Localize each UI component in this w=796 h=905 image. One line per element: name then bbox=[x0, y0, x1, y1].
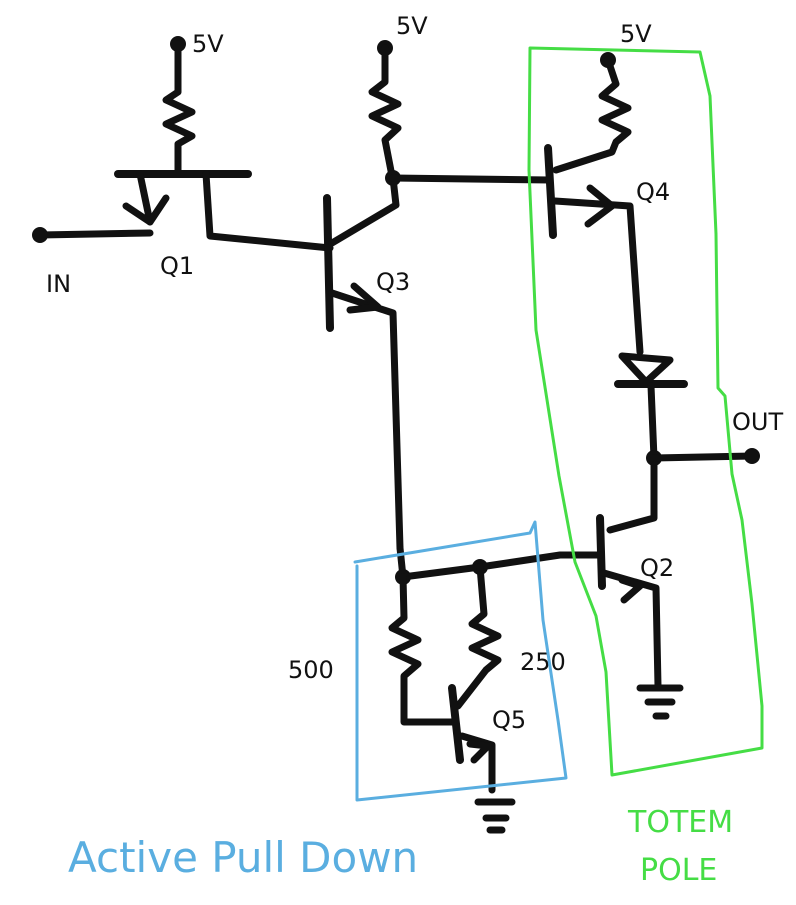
q1-emitter-arrow bbox=[122, 194, 170, 226]
vcc-right-label: 5V bbox=[620, 20, 652, 48]
q5-label: Q5 bbox=[492, 706, 526, 734]
q5-emitter-arrow bbox=[466, 740, 492, 764]
totem-pole-label-line1: TOTEM bbox=[627, 805, 733, 840]
input-wire bbox=[36, 229, 154, 239]
active-pulldown-label: Active Pull Down bbox=[68, 833, 418, 882]
resistor-q3-collector bbox=[368, 44, 402, 180]
diode-symbol bbox=[618, 352, 674, 386]
vcc-left-label: 5V bbox=[192, 30, 224, 58]
q2-label: Q2 bbox=[640, 554, 674, 582]
q3-collector bbox=[328, 174, 400, 247]
output-node bbox=[744, 448, 760, 464]
q3-to-q4-base bbox=[389, 174, 554, 184]
q4-base-bar bbox=[544, 144, 557, 239]
q3-emitter bbox=[328, 289, 404, 552]
q1-emitter bbox=[136, 170, 154, 226]
output-label: OUT bbox=[732, 408, 783, 436]
q3-label: Q3 bbox=[376, 268, 410, 296]
q5-base-bar bbox=[448, 684, 464, 764]
q4-emitter-arrow bbox=[584, 184, 616, 228]
resistor-500-label: 500 bbox=[288, 656, 334, 684]
totem-pole-label-line2: POLE bbox=[640, 853, 717, 888]
output-wire bbox=[650, 452, 756, 462]
q4-emitter bbox=[551, 197, 644, 356]
input-node bbox=[32, 227, 48, 243]
totem-pole-box bbox=[527, 46, 764, 777]
q2-emitter-arrow bbox=[618, 576, 644, 604]
resistor-q4-collector bbox=[552, 56, 632, 174]
q4-label: Q4 bbox=[636, 178, 670, 206]
vcc-middle-label: 5V bbox=[396, 12, 428, 40]
input-label: IN bbox=[46, 270, 71, 298]
q1-collector bbox=[202, 170, 334, 252]
resistor-250 bbox=[454, 563, 502, 710]
active-pulldown-box bbox=[353, 520, 568, 802]
diode-to-output bbox=[606, 382, 658, 534]
q2-base-wire bbox=[396, 544, 604, 581]
q3-emitter-arrow bbox=[346, 282, 382, 314]
q5-ground bbox=[474, 798, 516, 834]
resistor-q1-base bbox=[162, 40, 196, 178]
q1-label: Q1 bbox=[160, 252, 194, 280]
resistor-500 bbox=[388, 573, 456, 726]
q5-emitter bbox=[458, 732, 496, 794]
q3-base-bar bbox=[323, 194, 334, 332]
q2-ground bbox=[636, 684, 684, 720]
resistor-250-label: 250 bbox=[520, 648, 566, 676]
